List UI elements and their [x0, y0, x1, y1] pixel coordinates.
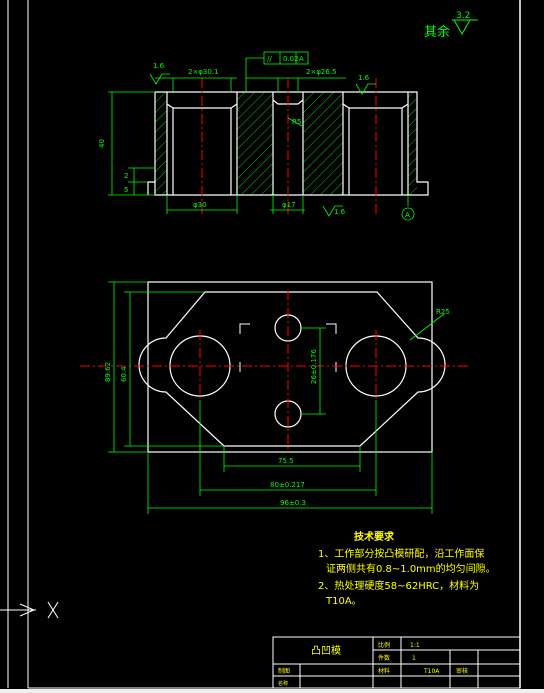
title-label-name: 名称 — [278, 680, 288, 687]
dim-vertical: 26±0.176 — [310, 349, 318, 384]
dim-top-left: 2×φ30.1 — [188, 68, 219, 76]
technical-notes: 技术要求 1、工作部分按凸模研配，沿工作面保 证两侧共有0.8~1.0mm的均匀… — [318, 530, 496, 607]
section-view: 2×φ30.1 2×φ26.5 1.6 1.6 1.6 0.02 // A 40… — [98, 51, 429, 221]
dim-top-mid: 2×φ26.5 — [306, 68, 337, 76]
section-dimensions — [108, 51, 415, 221]
dim-height-inner: 60.4 — [120, 366, 128, 382]
dim-height-outer: 89.62 — [104, 362, 112, 382]
dim-height: 40 — [98, 139, 106, 148]
notes-title: 技术要求 — [354, 530, 395, 543]
notes-line-1: 1、工作部分按凸模研配，沿工作面保 — [318, 547, 484, 560]
section-hatch-mid-left — [237, 92, 273, 195]
notes-line-2: 证两侧共有0.8~1.0mm的均匀间隙。 — [326, 562, 496, 575]
plan-outline — [147, 281, 433, 453]
notes-line-3: 2、热处理硬度58~62HRC，材料为 — [318, 579, 479, 592]
plan-labels: R25 96±0.3 80±0.217 75.5 89.62 60.4 26±0… — [104, 308, 450, 507]
dim-angle: R5 — [292, 118, 301, 126]
surface-finish-value: 3.2 — [456, 11, 470, 21]
section-hatch-right — [408, 92, 417, 195]
fcf-tolerance: 0.02 — [283, 55, 299, 63]
plan-centerlines — [80, 290, 470, 450]
title-part-name: 凸凹模 — [311, 645, 341, 657]
status-strip — [0, 689, 544, 693]
title-value-qty: 1 — [412, 655, 416, 662]
plan-dimensions — [108, 281, 445, 514]
roughness-right: 1.6 — [358, 74, 370, 82]
notes-line-4: T10A。 — [325, 596, 362, 607]
section-labels: 2×φ30.1 2×φ26.5 1.6 1.6 1.6 0.02 // A 40… — [98, 55, 410, 219]
fcf-symbol: // — [267, 55, 272, 63]
section-hatch-left — [155, 92, 167, 195]
section-hatch-mid-right — [303, 92, 343, 195]
dim-step: 2 — [124, 172, 128, 180]
title-label-qty: 件数 — [378, 654, 390, 662]
section-outline — [147, 91, 429, 196]
section-centerlines — [201, 78, 377, 214]
title-label-drawn: 制图 — [278, 667, 290, 675]
roughness-left: 1.6 — [153, 62, 165, 70]
roughness-bottom: 1.6 — [334, 208, 346, 216]
datum-label: A — [405, 211, 410, 219]
plan-corner-marks — [239, 323, 337, 372]
dim-small: 5 — [124, 186, 128, 194]
title-label-check: 审核 — [456, 667, 468, 675]
dim-bore-left: φ30 — [193, 201, 207, 209]
fcf-datum: A — [299, 55, 304, 63]
plan-view: R25 96±0.3 80±0.217 75.5 89.62 60.4 26±0… — [80, 281, 470, 514]
dim-width-outer: 96±0.3 — [280, 499, 306, 507]
dim-inner: 75.5 — [278, 457, 294, 465]
surface-finish-note: 其余 3.2 — [424, 11, 478, 40]
title-value-scale: 1:1 — [410, 642, 420, 649]
title-block: 凸凹模 比例 1:1 件数 1 材料 T10A 审核 制图 名称 — [272, 636, 521, 689]
title-label-scale: 比例 — [378, 641, 390, 649]
dim-bore-mid: φ17 — [282, 201, 296, 209]
surface-finish-label: 其余 — [424, 24, 450, 40]
radius-label: R25 — [436, 308, 450, 316]
dim-center-distance: 80±0.217 — [270, 481, 305, 489]
title-value-material: T10A — [423, 668, 440, 675]
ucs-icon — [0, 601, 59, 619]
title-label-material: 材料 — [378, 667, 390, 675]
